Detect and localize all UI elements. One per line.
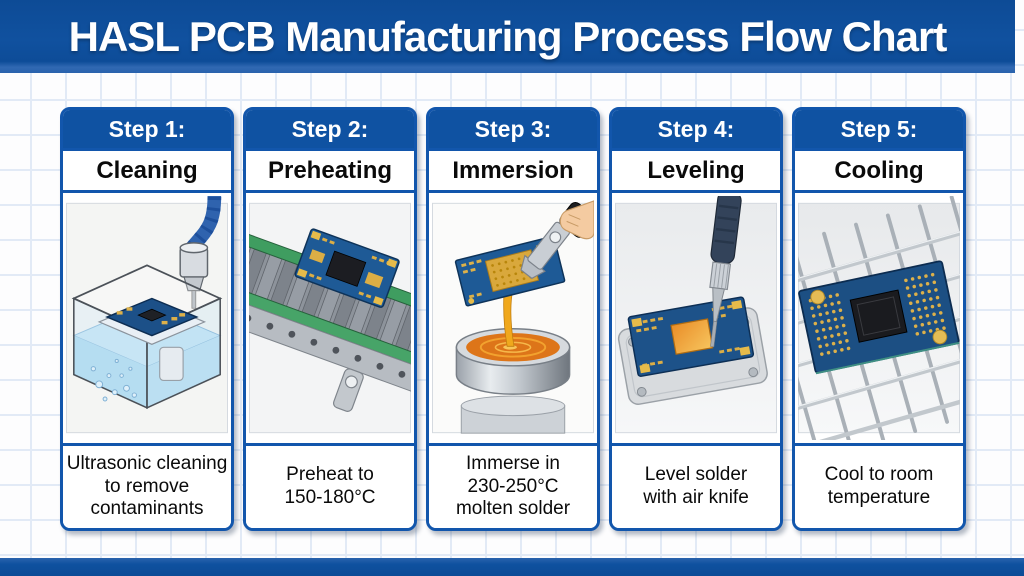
step-card-4: Step 4: Leveling xyxy=(609,107,783,531)
ultrasonic-cleaning-tank-icon xyxy=(66,196,228,434)
step-3-description-text: Immerse in 230-250°C molten solder xyxy=(455,452,571,520)
step-2-name: Preheating xyxy=(246,148,414,193)
step-1-label: Step 1: xyxy=(108,115,186,142)
step-3-name: Immersion xyxy=(429,148,597,193)
step-4-name-text: Leveling xyxy=(647,156,745,184)
bottom-bar xyxy=(0,558,1024,576)
step-2-description-text: Preheat to 150-180°C xyxy=(284,464,376,508)
step-4-illustration xyxy=(612,193,780,446)
step-4-description-text: Level solder with air knife xyxy=(643,464,749,508)
page-title: HASL PCB Manufacturing Process Flow Char… xyxy=(68,12,948,60)
title-banner: HASL PCB Manufacturing Process Flow Char… xyxy=(0,0,1015,73)
step-1-description: Ultrasonic cleaning to remove contaminan… xyxy=(63,446,231,528)
conveyor-preheater-icon xyxy=(249,202,411,434)
step-card-3: Step 3: Immersion xyxy=(426,107,600,531)
step-1-name-text: Cleaning xyxy=(96,156,198,184)
step-4-description: Level solder with air knife xyxy=(612,446,780,528)
step-2-name-text: Preheating xyxy=(267,156,393,184)
air-knife-tool-icon xyxy=(615,196,777,434)
step-5-description-text: Cool to room temperature xyxy=(824,464,934,508)
step-5-name-text: Cooling xyxy=(834,156,924,184)
wire-cooling-rack-icon xyxy=(798,196,960,440)
step-2-description: Preheat to 150-180°C xyxy=(246,446,414,528)
step-5-label: Step 5: xyxy=(840,115,918,142)
step-card-1: Step 1: Cleaning xyxy=(60,107,234,531)
steps-row: Step 1: Cleaning xyxy=(60,107,966,531)
step-3-name-text: Immersion xyxy=(452,156,574,184)
step-1-illustration xyxy=(63,193,231,446)
step-5-header: Step 5: xyxy=(795,110,963,148)
step-card-2: Step 2: Preheating xyxy=(243,107,417,531)
step-4-name: Leveling xyxy=(612,148,780,193)
step-3-header: Step 3: xyxy=(429,110,597,148)
step-5-description: Cool to room temperature xyxy=(795,446,963,528)
step-2-header: Step 2: xyxy=(246,110,414,148)
step-3-illustration xyxy=(429,193,597,446)
step-5-illustration xyxy=(795,193,963,446)
step-2-label: Step 2: xyxy=(291,115,369,142)
step-1-description-text: Ultrasonic cleaning to remove contaminan… xyxy=(66,452,228,520)
step-1-header: Step 1: xyxy=(63,110,231,148)
step-4-header: Step 4: xyxy=(612,110,780,148)
step-card-5: Step 5: Cooling xyxy=(792,107,966,531)
step-4-label: Step 4: xyxy=(657,115,735,142)
step-3-description: Immerse in 230-250°C molten solder xyxy=(429,446,597,528)
step-2-illustration xyxy=(246,193,414,446)
step-3-label: Step 3: xyxy=(474,115,552,142)
step-5-name: Cooling xyxy=(795,148,963,193)
molten-solder-pot-icon xyxy=(432,200,594,434)
step-1-name: Cleaning xyxy=(63,148,231,193)
